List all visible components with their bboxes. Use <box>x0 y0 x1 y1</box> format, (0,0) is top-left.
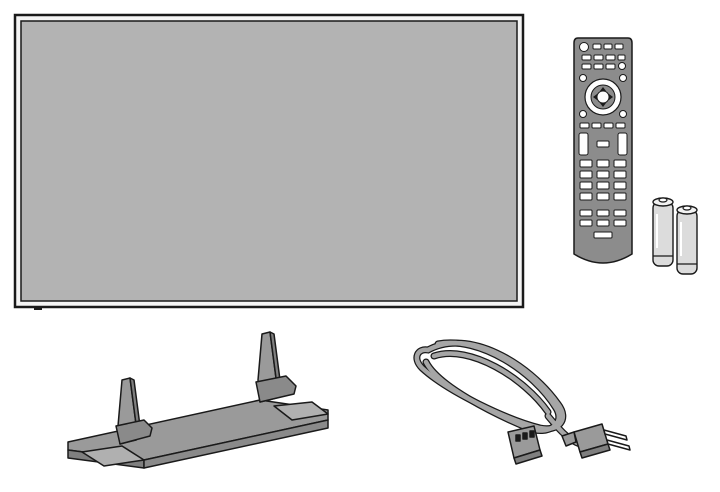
tv-power-led <box>34 307 42 310</box>
appliance-connector <box>507 425 543 465</box>
battery-right <box>676 205 698 275</box>
remote-control-icon <box>570 34 636 274</box>
battery-left <box>652 197 674 267</box>
flat-panel-tv-icon <box>12 12 526 312</box>
tv-screen <box>20 20 518 302</box>
wall-plug <box>561 423 631 459</box>
aa-batteries-icon <box>648 192 704 278</box>
tv-pedestal-stand-icon <box>60 328 344 478</box>
ac-power-cord-icon <box>408 332 640 470</box>
